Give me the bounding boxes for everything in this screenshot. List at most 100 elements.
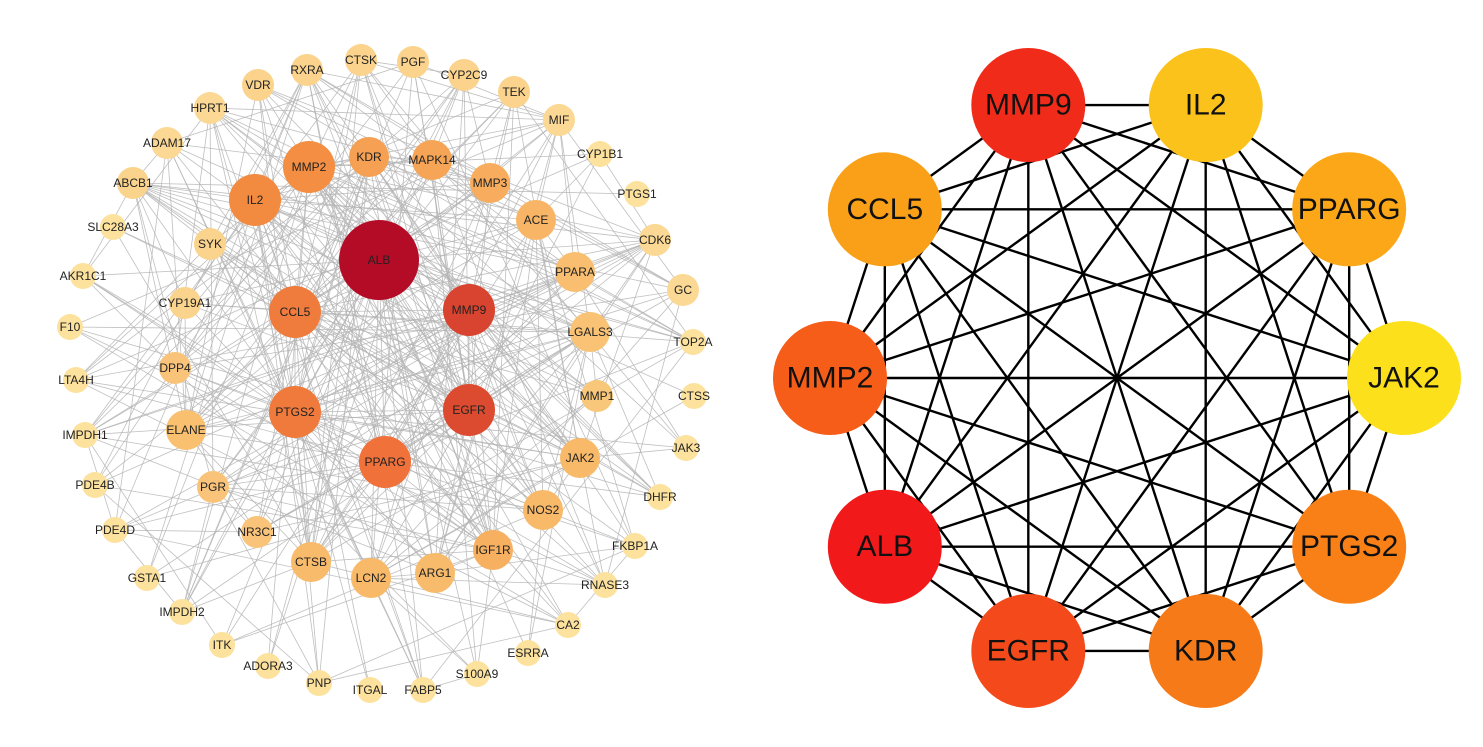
- node-rxra[interactable]: RXRA: [290, 54, 324, 86]
- hub-node-pparg[interactable]: PPARG: [1292, 152, 1407, 267]
- node-circle-lcn2: [351, 558, 391, 598]
- hub-node-alb[interactable]: ALB: [827, 489, 942, 604]
- node-circle-adora3: [255, 653, 281, 679]
- node-hprt1[interactable]: HPRT1: [190, 92, 230, 124]
- edge-pparg-mmp2: [829, 208, 1350, 380]
- node-label-il2: IL2: [247, 193, 264, 207]
- node-cyp1b1[interactable]: CYP1B1: [577, 141, 623, 167]
- edge-ptgs2-hprt1: [209, 107, 296, 413]
- node-mmp1[interactable]: MMP1: [580, 380, 615, 412]
- node-itk[interactable]: ITK: [209, 632, 235, 658]
- node-f10[interactable]: F10: [57, 314, 83, 340]
- node-ppara[interactable]: PPARA: [555, 252, 595, 292]
- node-vdr[interactable]: VDR: [242, 69, 274, 101]
- node-syk[interactable]: SYK: [194, 228, 226, 260]
- node-arg1[interactable]: ARG1: [415, 553, 455, 593]
- node-mmp3[interactable]: MMP3: [470, 163, 510, 203]
- hub-node-circle-egfr: [971, 593, 1086, 708]
- edge-pparg-top2a: [384, 341, 694, 463]
- node-ctsk[interactable]: CTSK: [345, 44, 377, 76]
- node-ccl5[interactable]: CCL5: [269, 286, 321, 338]
- node-top2a[interactable]: TOP2A: [673, 329, 713, 355]
- node-ptgs1[interactable]: PTGS1: [617, 181, 657, 207]
- node-pgr[interactable]: PGR: [197, 471, 229, 503]
- node-lcn2[interactable]: LCN2: [351, 558, 391, 598]
- edge-arg1-cdk6: [434, 239, 656, 574]
- edge-nos2-impdh1: [84, 434, 544, 511]
- hub-node-egfr[interactable]: EGFR: [971, 593, 1086, 708]
- hub-node-il2[interactable]: IL2: [1148, 48, 1263, 163]
- node-il2[interactable]: IL2: [229, 174, 281, 226]
- node-alb[interactable]: ALB: [339, 220, 419, 300]
- node-mif[interactable]: MIF: [543, 104, 575, 136]
- node-pde4b[interactable]: PDE4B: [75, 472, 115, 498]
- hub-node-circle-jak2: [1347, 321, 1461, 435]
- edge-ptgs2-mmp2: [829, 376, 1350, 548]
- node-ptgs2[interactable]: PTGS2: [269, 386, 321, 438]
- node-abcb1[interactable]: ABCB1: [113, 167, 153, 199]
- node-label-dhfr: DHFR: [643, 490, 677, 504]
- node-circle-ca2: [555, 612, 581, 638]
- node-mmp9[interactable]: MMP9: [443, 284, 495, 336]
- node-nos2[interactable]: NOS2: [523, 490, 563, 530]
- hub-node-circle-ccl5: [827, 152, 942, 267]
- hub-node-mmp9[interactable]: MMP9: [971, 48, 1086, 163]
- node-label-hprt1: HPRT1: [190, 101, 229, 115]
- node-jak2[interactable]: JAK2: [560, 438, 600, 478]
- node-mapk14[interactable]: MAPK14: [408, 140, 456, 180]
- hub-node-jak2[interactable]: JAK2: [1347, 321, 1461, 435]
- node-dpp4[interactable]: DPP4: [159, 352, 191, 384]
- node-label-jak3: JAK3: [672, 441, 701, 455]
- node-elane[interactable]: ELANE: [166, 410, 206, 450]
- node-akr1c1[interactable]: AKR1C1: [60, 263, 107, 289]
- hub-node-mmp2[interactable]: MMP2: [773, 321, 887, 435]
- node-slc28a3[interactable]: SLC28A3: [87, 214, 139, 240]
- node-circle-hprt1: [194, 92, 226, 124]
- node-pde4d[interactable]: PDE4D: [95, 517, 135, 543]
- node-impdh2[interactable]: IMPDH2: [159, 599, 205, 625]
- node-lgals3[interactable]: LGALS3: [567, 312, 613, 352]
- node-s100a9[interactable]: S100A9: [456, 661, 499, 687]
- edge-kdr-mmp2: [829, 377, 1207, 652]
- hub-node-ccl5[interactable]: CCL5: [827, 152, 942, 267]
- node-adora3[interactable]: ADORA3: [243, 653, 293, 679]
- node-ace[interactable]: ACE: [516, 200, 556, 240]
- node-mmp2[interactable]: MMP2: [283, 141, 335, 193]
- node-ctsb[interactable]: CTSB: [291, 542, 331, 582]
- hub-node-label-mmp9: MMP9: [985, 89, 1072, 122]
- node-circle-mmp1: [581, 380, 613, 412]
- node-ca2[interactable]: CA2: [555, 612, 581, 638]
- node-pnp[interactable]: PNP: [306, 670, 332, 696]
- node-fabp5[interactable]: FABP5: [404, 677, 442, 703]
- node-igf1r[interactable]: IGF1R: [473, 530, 513, 570]
- node-fkbp1a[interactable]: FKBP1A: [612, 533, 658, 559]
- node-tek[interactable]: TEK: [498, 76, 530, 108]
- node-rnase3[interactable]: RNASE3: [581, 572, 629, 598]
- node-itgal[interactable]: ITGAL: [353, 677, 388, 703]
- node-ctss[interactable]: CTSS: [678, 383, 710, 409]
- node-label-arg1: ARG1: [419, 566, 452, 580]
- node-gc[interactable]: GC: [667, 274, 699, 306]
- node-adam17[interactable]: ADAM17: [143, 127, 191, 159]
- node-pgf[interactable]: PGF: [397, 46, 429, 78]
- node-impdh1[interactable]: IMPDH1: [62, 422, 108, 448]
- node-cyp2c9[interactable]: CYP2C9: [441, 59, 488, 91]
- node-nr3c1[interactable]: NR3C1: [237, 516, 277, 548]
- node-egfr[interactable]: EGFR: [443, 384, 495, 436]
- edge-ptgs2-arg1: [294, 411, 436, 574]
- node-cdk6[interactable]: CDK6: [639, 224, 671, 256]
- node-lta4h[interactable]: LTA4H: [58, 367, 94, 393]
- node-label-alb: ALB: [368, 253, 391, 267]
- node-kdr[interactable]: KDR: [349, 137, 389, 177]
- edge-ctsb-ctsk: [310, 59, 362, 563]
- node-esrra[interactable]: ESRRA: [507, 640, 549, 666]
- node-dhfr[interactable]: DHFR: [643, 484, 677, 510]
- hub-node-kdr[interactable]: KDR: [1148, 593, 1263, 708]
- node-jak3[interactable]: JAK3: [672, 435, 701, 461]
- hub-node-ptgs2[interactable]: PTGS2: [1292, 489, 1407, 604]
- edge-lcn2-pgf: [370, 61, 414, 579]
- node-cyp19a1[interactable]: CYP19A1: [159, 287, 212, 319]
- edge-pparg-ppara: [384, 271, 576, 463]
- node-pparg[interactable]: PPARG: [359, 436, 411, 488]
- node-gsta1[interactable]: GSTA1: [128, 565, 167, 591]
